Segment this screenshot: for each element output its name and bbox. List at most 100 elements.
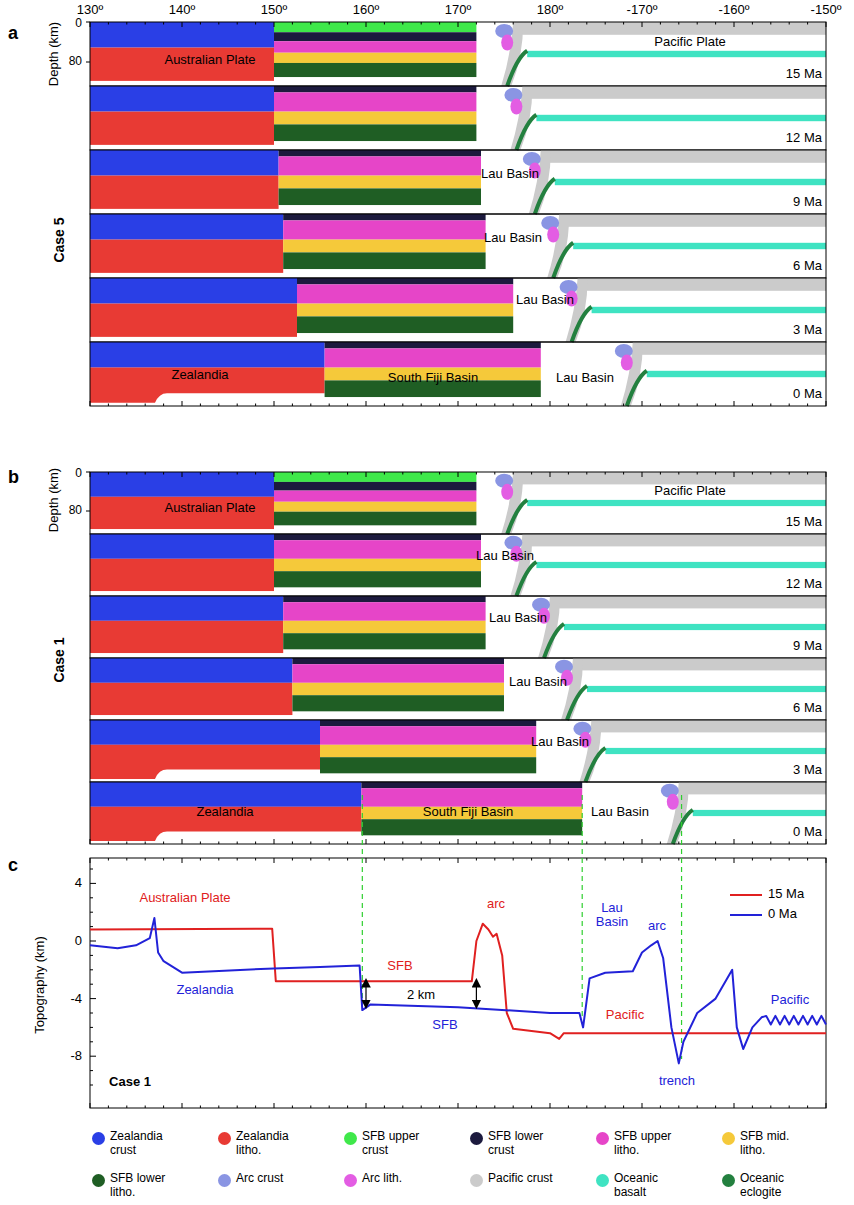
figure-label: 12 Ma [786,577,822,591]
axis-tick [678,472,679,475]
axis-tick [642,839,643,844]
axis-tick [108,472,109,475]
axis-tick [586,404,587,407]
axis-tick [476,404,477,407]
axis-tick [494,22,495,25]
depth-tick [86,472,90,473]
zealandia-lithosphere [90,240,283,273]
zealandia-crust [90,720,320,745]
topography-15ma [90,924,826,1039]
topo-tick [90,1056,96,1057]
strip-frame [90,342,826,406]
axis-tick [274,839,275,844]
oceanic-eclogite [535,179,555,214]
figure-label: 130º [77,3,103,17]
axis-tick [274,858,275,863]
axis-tick [715,1106,716,1109]
arc-lithosphere [547,226,559,242]
sfb-layer [297,316,513,333]
axis-tick [255,404,256,407]
axis-tick [292,842,293,845]
axis-tick [329,404,330,407]
sfb-layer [283,220,485,239]
axis-tick [476,472,477,475]
figure-label: Lau Basin [591,901,633,930]
axis-tick [568,842,569,845]
zealandia-lithosphere [90,559,274,591]
axis-tick [605,472,606,475]
legend-line-sample [730,914,762,916]
figure-label: 12 Ma [786,131,822,145]
axis-tick [734,401,735,406]
strip-frame [90,22,826,86]
oceanic-eclogite [572,307,592,342]
figure-label: Case 1 [109,1075,151,1089]
figure-label: 0 [75,467,82,480]
zealandia-lithosphere [90,745,320,779]
axis-tick [734,22,735,27]
axis-tick [678,22,679,25]
legend-text: Pacific crust [488,1172,562,1186]
figure-label: Australian Plate [164,501,255,515]
sfb-layer [320,757,536,773]
sfb-layer [325,348,541,367]
axis-tick [458,401,459,406]
axis-tick [200,404,201,407]
figure-label: 80 [69,55,82,68]
axis-tick [421,858,422,861]
oceanic-basalt [605,748,826,754]
axis-tick [715,472,716,475]
strip-frame [90,658,826,720]
legend-swatch [92,1132,105,1145]
axis-tick [126,472,127,475]
strip-frame [90,596,826,658]
axis-tick [218,404,219,407]
figure-label: Pacific Plate [654,35,726,49]
axis-tick [642,22,643,27]
axis-tick [90,472,91,477]
axis-tick [384,842,385,845]
axis-tick [402,1106,403,1109]
axis-tick [126,842,127,845]
topography-0ma [90,918,826,1063]
axis-tick [550,839,551,844]
axis-tick [789,404,790,407]
axis-tick [347,22,348,25]
figure-label: Depth (km) [47,22,61,86]
axis-tick [476,842,477,845]
strip-frame [90,214,826,278]
figure-label: Case 1 [52,637,67,682]
pacific-crust [549,150,826,163]
axis-tick [218,858,219,861]
axis-tick [145,472,146,475]
sfb-layer [320,726,536,745]
legend-text: SFB mid. litho. [740,1130,814,1158]
figure-label: 4 [75,876,82,890]
sfb-layer [274,92,476,111]
axis-tick [218,472,219,475]
sfb-layer [361,782,582,788]
sfb-layer [283,252,485,269]
axis-tick [458,1103,459,1108]
axis-tick [697,842,698,845]
axis-tick [108,22,109,25]
axis-tick [752,1106,753,1109]
axis-tick [384,472,385,475]
axis-tick [329,842,330,845]
axis-tick [550,401,551,406]
axis-tick [421,404,422,407]
figure-label: 140º [169,3,195,17]
axis-tick [292,472,293,475]
axis-tick [789,842,790,845]
axis-tick [200,472,201,475]
axis-tick [531,22,532,25]
axis-tick [163,858,164,861]
axis-tick [384,858,385,861]
figure-label: Pacific [771,993,809,1007]
figure-label: South Fiji Basin [423,805,513,819]
figure-label: arc [487,897,505,911]
oceanic-eclogite [507,500,527,534]
axis-tick [826,472,827,477]
axis-tick [366,22,367,27]
axis-tick [310,1106,311,1109]
